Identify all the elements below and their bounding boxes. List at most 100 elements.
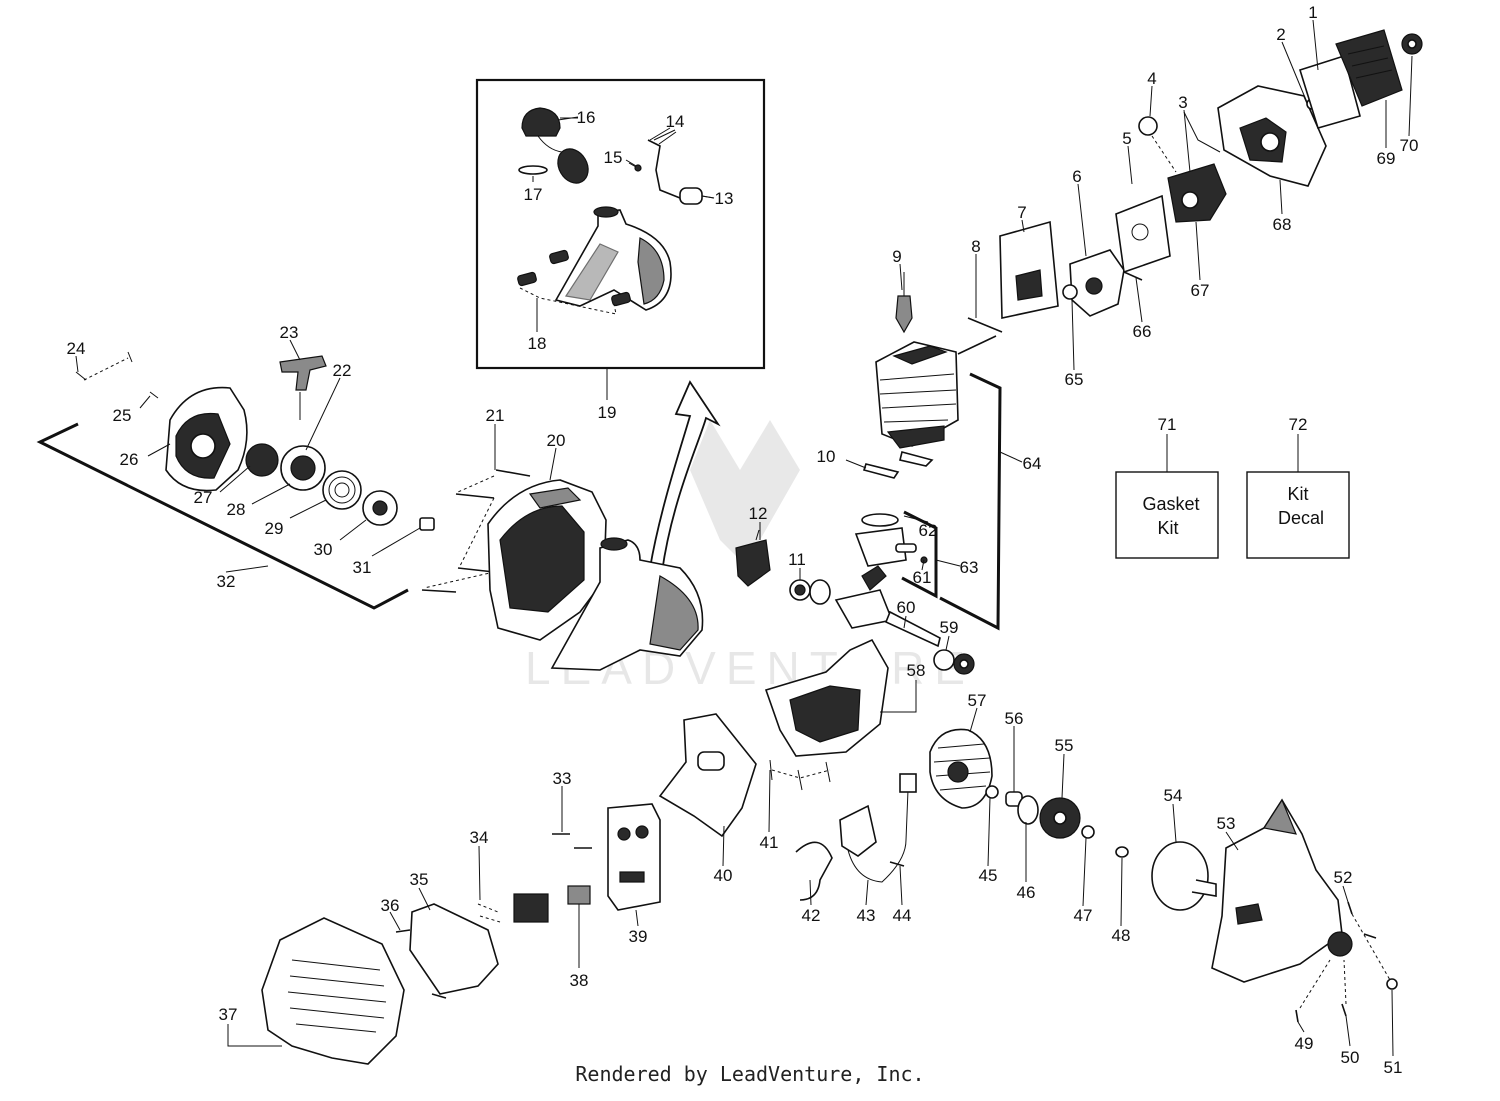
callout-1: 1 <box>1308 3 1317 22</box>
callout-27: 27 <box>194 488 213 507</box>
washer-part <box>985 785 999 799</box>
callout-11: 11 <box>788 550 806 569</box>
callout-34: 34 <box>470 828 489 847</box>
clutch-drum-part <box>1151 841 1217 911</box>
air-filter-cover-part <box>1335 29 1403 107</box>
callout-39: 39 <box>629 927 648 946</box>
callout-2: 2 <box>1276 25 1285 44</box>
callout-40: 40 <box>714 866 733 885</box>
air-filter-base-part <box>1217 85 1327 187</box>
muffler-guard-part <box>395 903 499 999</box>
flywheel-part <box>929 728 993 809</box>
callout-35: 35 <box>410 870 429 889</box>
callout-9: 9 <box>892 247 901 266</box>
crankcase-part <box>764 638 889 791</box>
gasket-kit-line2: Kit <box>1157 518 1178 538</box>
callout-51: 51 <box>1384 1058 1403 1077</box>
recoil-spring-part <box>322 470 362 510</box>
muffler-cover-part <box>261 917 405 1065</box>
callout-70: 70 <box>1400 136 1419 155</box>
engine-housing-part <box>487 479 607 641</box>
callout-8: 8 <box>971 237 980 256</box>
callout-66: 66 <box>1133 322 1152 341</box>
starter-pulley-part <box>280 445 326 491</box>
callout-22: 22 <box>333 361 352 380</box>
callout-55: 55 <box>1055 736 1074 755</box>
studs-part <box>957 317 1003 355</box>
kit-number-72: 72 <box>1289 415 1308 434</box>
starter-housing-part <box>165 386 248 492</box>
callout-33: 33 <box>553 769 572 788</box>
callout-7: 7 <box>1017 203 1026 222</box>
starter-pawl-part <box>362 490 398 526</box>
crankshaft-part <box>809 565 941 648</box>
clutch-part <box>1039 797 1081 839</box>
leader-lines <box>75 19 1413 1057</box>
callout-60: 60 <box>897 598 916 617</box>
callout-53: 53 <box>1217 814 1236 833</box>
callout-25: 25 <box>113 406 132 425</box>
callout-44: 44 <box>893 906 912 925</box>
callout-21: 21 <box>486 406 505 425</box>
gasket-kit-line1: Gasket <box>1142 494 1199 514</box>
transfer-arrow <box>648 380 721 574</box>
spark-plug-part <box>895 272 913 334</box>
clips-part <box>862 451 934 479</box>
callout-26: 26 <box>120 450 139 469</box>
air-filter-part <box>1299 54 1361 129</box>
washer-48-part <box>1115 846 1129 858</box>
callout-68: 68 <box>1273 215 1292 234</box>
callout-4: 4 <box>1147 69 1156 88</box>
callout-numbers: 1234567891011121314151617181920212223242… <box>67 3 1419 1077</box>
spark-arrestor-part <box>477 893 549 923</box>
callout-62: 62 <box>919 521 938 540</box>
starter-handle-part <box>279 355 327 420</box>
callout-30: 30 <box>314 540 333 559</box>
callout-29: 29 <box>265 519 284 538</box>
heat-shield-part <box>658 713 757 838</box>
starter-bolt-part <box>371 517 435 557</box>
carburetor-part <box>1138 111 1227 223</box>
callout-56: 56 <box>1005 709 1024 728</box>
callout-47: 47 <box>1074 906 1093 925</box>
clutch-housing-part <box>1211 798 1353 983</box>
callout-63: 63 <box>960 558 979 577</box>
callout-49: 49 <box>1295 1034 1314 1053</box>
callout-12: 12 <box>749 504 768 523</box>
callout-57: 57 <box>968 691 987 710</box>
callout-37: 37 <box>219 1005 238 1024</box>
housing-bolts-part <box>1295 901 1398 1023</box>
muffler-screws-part <box>552 833 592 849</box>
bearing-left-part <box>789 579 811 601</box>
callout-18: 18 <box>528 334 547 353</box>
callout-43: 43 <box>857 906 876 925</box>
callout-48: 48 <box>1112 926 1131 945</box>
callout-32: 32 <box>217 572 236 591</box>
gasket-part <box>1115 194 1171 274</box>
callout-69: 69 <box>1377 149 1396 168</box>
callout-58: 58 <box>907 661 926 680</box>
bearing-right-part <box>933 649 975 675</box>
callout-16: 16 <box>577 108 596 127</box>
callout-13: 13 <box>715 189 734 208</box>
callout-61: 61 <box>913 568 932 587</box>
housing-screws-part <box>421 469 531 593</box>
callout-42: 42 <box>802 906 821 925</box>
callout-46: 46 <box>1017 883 1036 902</box>
callout-36: 36 <box>381 896 400 915</box>
fuel-cap-gasket-part <box>518 165 548 175</box>
callout-38: 38 <box>570 971 589 990</box>
callout-65: 65 <box>1065 370 1084 389</box>
ignition-module-part <box>735 529 771 587</box>
callout-10: 10 <box>817 447 836 466</box>
fuel-line-part <box>625 127 715 205</box>
kit-number-71: 71 <box>1158 415 1177 434</box>
insulator-plate-part <box>999 220 1059 319</box>
footer-credit: Rendered by LeadVenture, Inc. <box>575 1062 925 1086</box>
callout-15: 15 <box>604 148 623 167</box>
gasket-kit-box <box>1115 471 1219 559</box>
callout-14: 14 <box>666 112 685 131</box>
fuel-cap-part <box>521 107 589 184</box>
